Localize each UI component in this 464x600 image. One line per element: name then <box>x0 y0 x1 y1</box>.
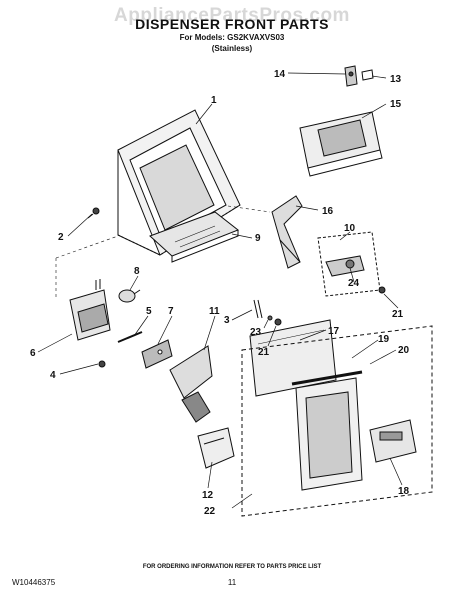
guide-lines <box>55 205 271 300</box>
finish-line: (Stainless) <box>211 44 253 53</box>
part-clip-14 <box>344 65 358 87</box>
part-module-6 <box>69 279 111 341</box>
callout-17: 17 <box>328 326 340 337</box>
part-control-panel-18 <box>369 419 417 463</box>
page-title: DISPENSER FRONT PARTS <box>135 16 329 32</box>
callout-22: 22 <box>204 506 216 517</box>
callout-7: 7 <box>168 306 174 317</box>
part-pin-23 <box>267 315 273 321</box>
callout-14: 14 <box>274 69 286 80</box>
callout-1: 1 <box>211 95 217 106</box>
page-number: 11 <box>227 578 237 587</box>
part-front-panel-22 <box>241 325 433 517</box>
part-screw-21a <box>378 286 386 294</box>
callout-18: 18 <box>398 486 410 497</box>
callout-21b: 21 <box>258 347 270 358</box>
part-chute-door-12 <box>197 427 235 469</box>
part-spring-3 <box>253 299 263 319</box>
callout-2: 2 <box>58 232 64 243</box>
callout-24: 24 <box>348 278 360 289</box>
callout-9: 9 <box>255 233 261 244</box>
callout-23: 23 <box>250 327 262 338</box>
part-screw-4 <box>98 360 106 368</box>
part-switch-assembly <box>317 231 381 297</box>
callout-labels: 1 2 3 4 5 6 7 8 9 10 11 12 13 14 15 16 1… <box>30 69 410 517</box>
callout-10: 10 <box>344 223 356 234</box>
part-drip-tray <box>149 211 239 263</box>
part-pad-13 <box>361 69 374 81</box>
callout-8: 8 <box>134 266 140 277</box>
part-bulb-8 <box>118 289 141 303</box>
part-paddle-11 <box>169 345 213 423</box>
watermark: AppliancePartsPros.com <box>114 5 350 26</box>
document-number: W10446375 <box>12 578 56 587</box>
callout-5: 5 <box>146 306 152 317</box>
callout-3: 3 <box>224 315 230 326</box>
part-rod-5 <box>117 331 143 343</box>
callout-4: 4 <box>50 370 56 381</box>
part-dispenser-arm <box>271 195 303 269</box>
part-actuator-bracket <box>299 111 383 177</box>
callout-16: 16 <box>322 206 334 217</box>
part-panel-17 <box>249 319 337 397</box>
callout-20: 20 <box>398 345 410 356</box>
callout-21a: 21 <box>392 309 404 320</box>
callout-6: 6 <box>30 348 36 359</box>
callout-13: 13 <box>390 74 402 85</box>
part-bracket-7 <box>141 339 173 369</box>
callout-12: 12 <box>202 490 214 501</box>
callout-15: 15 <box>390 99 402 110</box>
model-line: For Models: GS2KVAXVS03 <box>179 33 285 42</box>
leader-lines <box>37 72 403 509</box>
callout-11: 11 <box>209 306 220 317</box>
part-screw-21b <box>274 318 282 326</box>
ordering-note: FOR ORDERING INFORMATION REFER TO PARTS … <box>142 564 322 570</box>
callout-19: 19 <box>378 334 390 345</box>
